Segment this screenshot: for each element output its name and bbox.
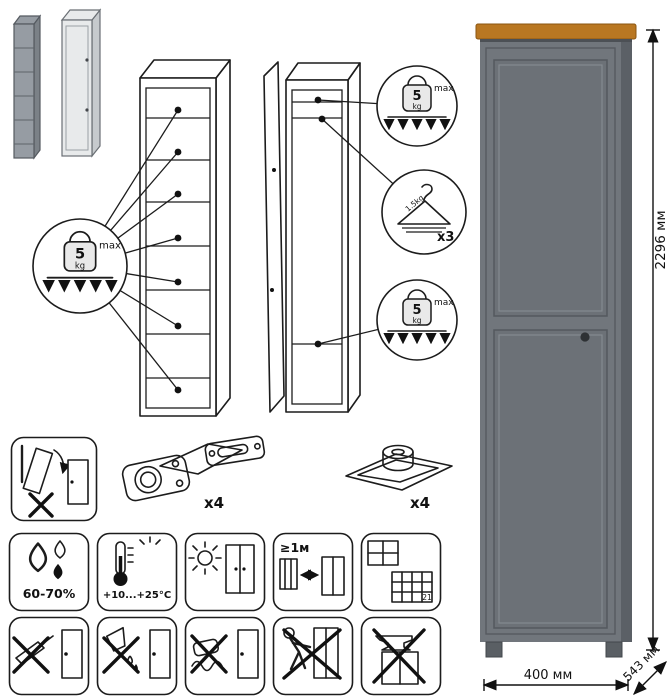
small-cabinet-gray [12,14,42,160]
door-knob [580,332,590,342]
hinge-icon: x4 [121,435,266,512]
bottom-load-value: 5 [412,303,421,318]
no-heavy-load-icon [360,616,442,696]
hanger-load-badge: 1.5kg x3 [381,169,467,255]
grid-number-label: 21 [422,593,432,602]
shelf-load-value: 5 [75,246,85,263]
top-load-max: max [434,84,454,94]
ventilation-icon: 21 [360,532,442,612]
hinge-count-label: x4 [204,494,224,512]
no-dragging-icon [272,616,354,696]
foot-left [485,641,503,658]
top-shelf-load-badge: 5 kg max [376,65,458,147]
distance-label: ≥1м [280,540,309,555]
wood-top [475,23,637,40]
shelf-load-badge: 5 kg max [32,218,128,314]
foot-right [605,641,623,658]
no-sharp-objects-icon [8,616,90,696]
bottom-load-max: max [434,298,454,308]
humidity-icon: 60-70% [8,532,90,612]
wardrobe-drawing [263,61,361,413]
sunlight-icon [184,532,266,612]
dimension-depth: 543 мм [620,642,667,695]
temperature-label: +10...+25°C [103,590,171,601]
bottom-load-unit: kg [412,316,421,325]
shelf-cabinet-drawing [139,59,231,417]
heat-distance-icon: ≥1м [272,532,354,612]
hanger-count-label: x3 [437,230,454,245]
product-render [475,23,637,658]
no-abrasives-icon [184,616,266,696]
adjustable-foot-icon: x4 [345,444,453,512]
door-panel-upper [493,59,608,317]
shelf-load-max: max [99,241,121,252]
bottom-shelf-load-badge: 5 kg max [376,279,458,361]
door [485,47,616,635]
open-door [263,61,285,413]
foot-count-label: x4 [410,494,430,512]
door-panel-lower [493,329,608,629]
humidity-label: 60-70% [23,586,76,601]
depth-label: 543 мм [620,642,662,684]
small-cabinet-light [60,8,102,158]
hanger-icon: 1.5kg x3 [397,183,454,245]
wardrobe-pointer-dots [314,96,326,348]
no-liquids-icon [96,616,178,696]
shelf-load-unit: kg [75,261,85,271]
dimension-width: 400 мм [482,668,630,691]
temperature-icon: +10...+25°C [96,532,178,612]
top-load-value: 5 [412,89,421,104]
anti-tip-warning-icon [10,436,98,522]
dimension-height: 2296 мм [646,28,669,652]
top-load-unit: kg [412,102,421,111]
width-label: 400 мм [524,668,573,683]
height-label: 2296 мм [653,210,669,269]
shelf-load-pointer-dots [174,106,182,394]
